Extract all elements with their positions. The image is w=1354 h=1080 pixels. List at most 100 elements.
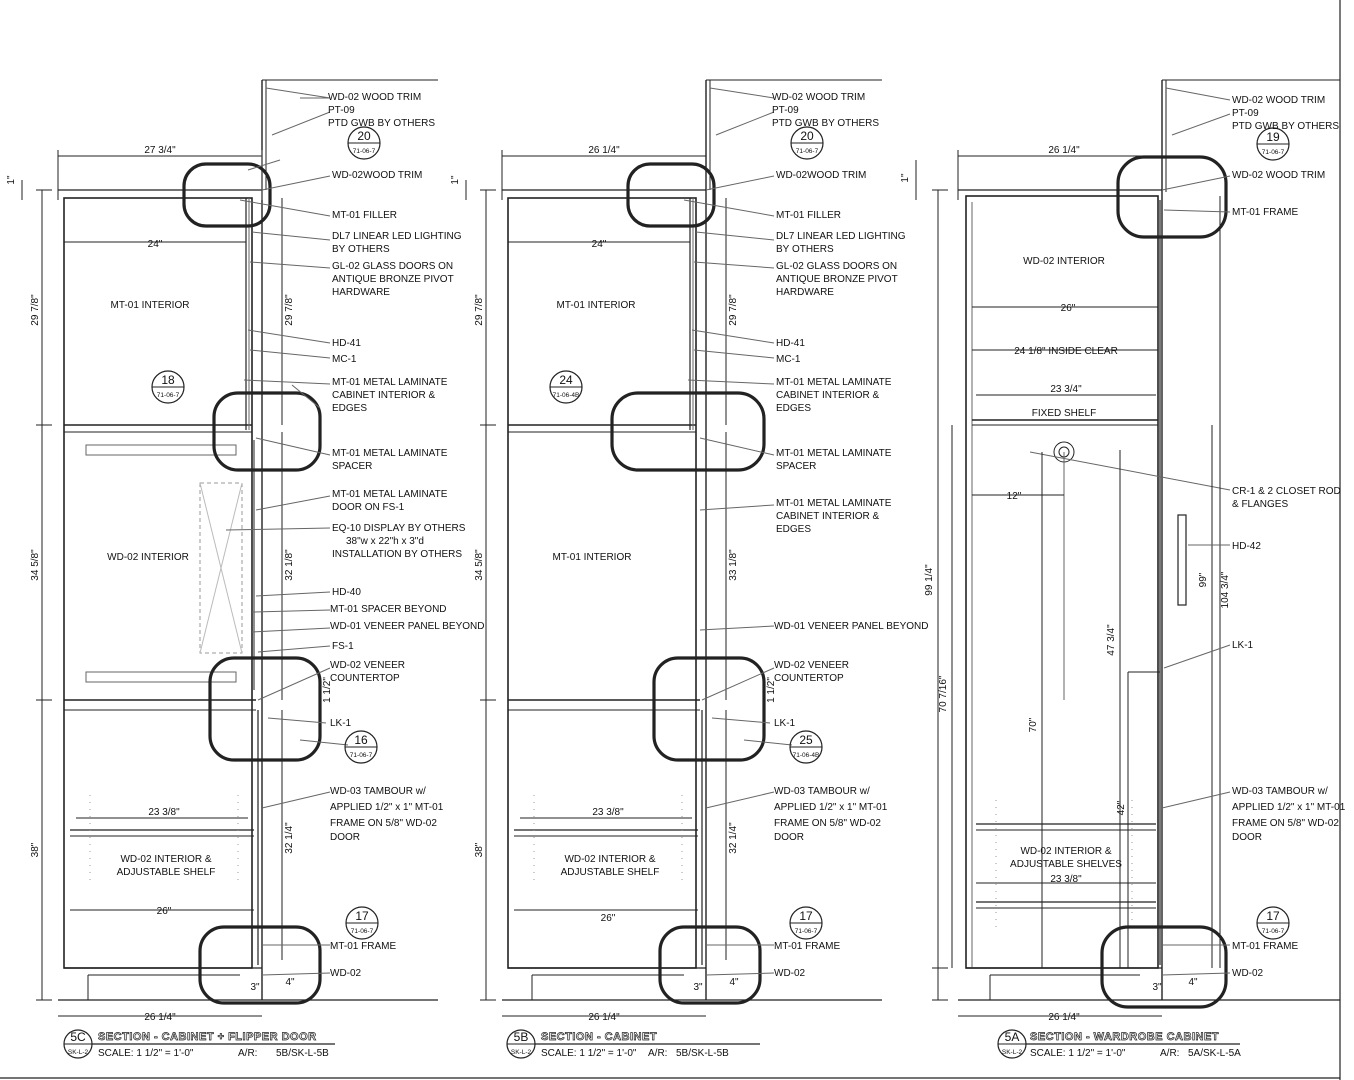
area-label: WD-02 INTERIOR — [107, 552, 189, 563]
detail-ref: 71-06-4B — [793, 752, 820, 759]
area-label: MT-01 INTERIOR — [557, 300, 636, 311]
note: MT-01 FRAME — [330, 941, 396, 952]
dim-label: 24" — [148, 239, 163, 250]
dim-label: 99 1/4" — [924, 564, 935, 596]
section-sheet: SK-L-2 — [68, 1049, 89, 1056]
note: WD-02 — [330, 968, 362, 979]
note: WD-02 VENEER — [774, 660, 849, 671]
detail-number: 17 — [355, 909, 369, 923]
note: WD-02 WOOD TRIM — [1232, 170, 1325, 181]
note: CR-1 & 2 CLOSET ROD — [1232, 486, 1341, 497]
dim-label: 26 1/4" — [588, 145, 620, 156]
dim-label: 27 3/4" — [144, 145, 176, 156]
note: MT-01 METAL LAMINATE — [776, 498, 892, 509]
area-label: ADJUSTABLE SHELVES — [1010, 859, 1122, 870]
detail-number: 24 — [559, 373, 573, 387]
detail-ref: 71-06-7 — [351, 928, 374, 935]
dim-label: 34 5/8" — [30, 549, 41, 581]
note: HARDWARE — [332, 287, 390, 298]
area-label: ADJUSTABLE SHELF — [117, 867, 216, 878]
section-tag: 5C — [70, 1030, 86, 1044]
section-tag: 5B — [514, 1030, 529, 1044]
note: DOOR — [1232, 832, 1262, 843]
section-sheet: SK-L-2 — [1002, 1049, 1023, 1056]
note: MT-01 FILLER — [776, 210, 841, 221]
section-title: SECTION - WARDROBE CABINET — [1030, 1031, 1219, 1043]
note: LK-1 — [1232, 640, 1254, 651]
note: APPLIED 1/2" x 1" MT-01 — [774, 802, 888, 813]
note: GL-02 GLASS DOORS ON — [776, 261, 897, 272]
detail-ref: 71-06-7 — [353, 148, 376, 155]
note: HARDWARE — [776, 287, 834, 298]
note: MC-1 — [332, 354, 357, 365]
note: WD-02 VENEER — [330, 660, 405, 671]
note: COUNTERTOP — [330, 673, 400, 684]
section-ar-ref: 5B/SK-L-5B — [676, 1048, 729, 1059]
dim-label: 1 1/2" — [766, 677, 777, 703]
note: DL7 LINEAR LED LIGHTING — [776, 231, 906, 242]
note: MC-1 — [776, 354, 801, 365]
dim-label: 3" — [250, 982, 260, 993]
area-label: WD-02 INTERIOR & — [564, 854, 655, 865]
note: PT-09 — [1232, 108, 1259, 119]
section-5b-cabinet — [465, 79, 882, 1059]
dim-label: 42" — [1116, 800, 1127, 815]
note: MT-01 FRAME — [1232, 207, 1298, 218]
note: ANTIQUE BRONZE PIVOT — [776, 274, 898, 285]
note: MT-01 METAL LAMINATE — [332, 448, 448, 459]
note: WD-02 — [1232, 968, 1264, 979]
note: PTD GWB BY OTHERS — [328, 118, 435, 129]
dim-label: 32 1/4" — [728, 822, 739, 854]
note: APPLIED 1/2" x 1" MT-01 — [1232, 802, 1346, 813]
area-label: MT-01 INTERIOR — [553, 552, 632, 563]
note: & FLANGES — [1232, 499, 1288, 510]
note: 38"w x 22"h x 3"d — [346, 536, 424, 547]
note: MT-01 METAL LAMINATE — [776, 448, 892, 459]
section-ar-ref: 5A/SK-L-5A — [1188, 1048, 1241, 1059]
area-label: FIXED SHELF — [1032, 408, 1096, 419]
dim-label: 29 7/8" — [474, 294, 485, 326]
note: HD-40 — [332, 587, 361, 598]
section-5c-cabinet — [21, 79, 438, 1059]
dim-label: 33 1/8" — [728, 549, 739, 581]
dim-label: 70 7/16" — [938, 675, 949, 712]
note: BY OTHERS — [332, 244, 390, 255]
note: WD-03 TAMBOUR w/ — [330, 786, 426, 797]
note: HD-41 — [776, 338, 805, 349]
note: HD-42 — [1232, 541, 1261, 552]
note: EQ-10 DISPLAY BY OTHERS — [332, 523, 466, 534]
note: COUNTERTOP — [774, 673, 844, 684]
note: ANTIQUE BRONZE PIVOT — [332, 274, 454, 285]
note: FS-1 — [332, 641, 354, 652]
detail-number: 17 — [1266, 909, 1280, 923]
dim-label: 29 7/8" — [30, 294, 41, 326]
dim-label: 47 3/4" — [1106, 624, 1117, 656]
section-title: SECTION - CABINET + FLIPPER DOOR — [98, 1031, 317, 1043]
section-ar-label: A/R: — [648, 1048, 667, 1059]
note: WD-02 WOOD TRIM — [328, 92, 421, 103]
area-label: WD-02 INTERIOR — [1023, 256, 1105, 267]
dim-label: 1" — [6, 175, 17, 185]
note: WD-02WOOD TRIM — [332, 170, 422, 181]
detail-number: 18 — [161, 373, 175, 387]
section-scale: SCALE: 1 1/2" = 1'-0" — [98, 1048, 194, 1059]
dim-label: 26" — [157, 906, 172, 917]
area-label: WD-02 INTERIOR & — [120, 854, 211, 865]
detail-ref: 71-06-7 — [1262, 149, 1285, 156]
section-title: SECTION - CABINET — [541, 1031, 657, 1043]
note: WD-01 VENEER PANEL BEYOND — [774, 621, 928, 632]
section-5a-wardrobe — [915, 79, 1340, 1059]
section-ar-label: A/R: — [1160, 1048, 1179, 1059]
detail-number: 19 — [1266, 130, 1280, 144]
note: CABINET INTERIOR & — [332, 390, 435, 401]
note: DOOR — [774, 832, 804, 843]
section-5a-labels: WD-02 INTERIOR FIXED SHELF WD-02 INTERIO… — [900, 95, 1346, 1059]
dim-label: 1 1/2" — [322, 677, 333, 703]
dim-label: 3" — [693, 982, 703, 993]
dim-label: 34 5/8" — [474, 549, 485, 581]
dim-label: 26 1/4" — [1048, 145, 1080, 156]
detail-number: 20 — [800, 129, 814, 143]
dim-label: 26 1/4" — [144, 1012, 176, 1023]
section-ar-ref: 5B/SK-L-5B — [276, 1048, 329, 1059]
dim-label: 104 3/4" — [1220, 571, 1231, 608]
